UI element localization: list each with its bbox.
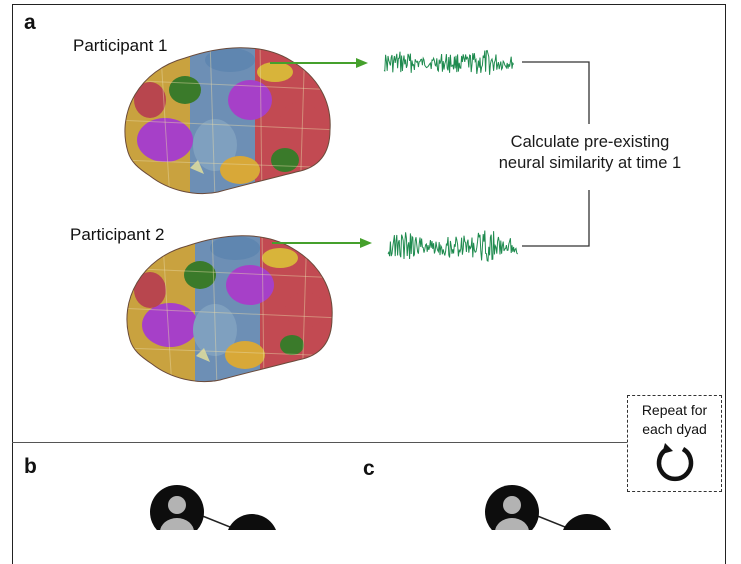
panel-c-letter: c <box>363 457 375 480</box>
comparison-bracket <box>522 61 590 247</box>
neural-signal-1 <box>383 49 515 75</box>
repeat-for-each-dyad-box: Repeat for each dyad <box>627 395 722 492</box>
calculate-similarity-text: Calculate pre-existing neural similarity… <box>476 132 704 174</box>
brain-participant-1 <box>124 47 331 195</box>
repeat-line-2: each dyad <box>642 421 707 437</box>
participant-2-label: Participant 2 <box>70 225 165 244</box>
repeat-circular-arrow-icon <box>656 443 693 482</box>
brain-participant-2 <box>126 235 333 383</box>
arrow-brain1-to-signal <box>270 58 368 68</box>
repeat-line-1: Repeat for <box>641 402 708 418</box>
panel-divider <box>12 442 630 443</box>
panel-c-network <box>485 485 611 530</box>
panel-a-letter: a <box>24 11 36 34</box>
panel-b-letter: b <box>24 455 37 478</box>
neural-signal-2 <box>387 230 518 262</box>
panel-b-network <box>150 485 276 530</box>
arrow-brain2-to-signal <box>272 238 372 248</box>
calculate-line-2: neural similarity at time 1 <box>498 154 682 172</box>
diagram-graphics <box>124 47 611 530</box>
calculate-line-1: Calculate pre-existing <box>510 133 670 151</box>
figure-frame <box>12 4 726 564</box>
participant-1-label: Participant 1 <box>73 36 168 55</box>
